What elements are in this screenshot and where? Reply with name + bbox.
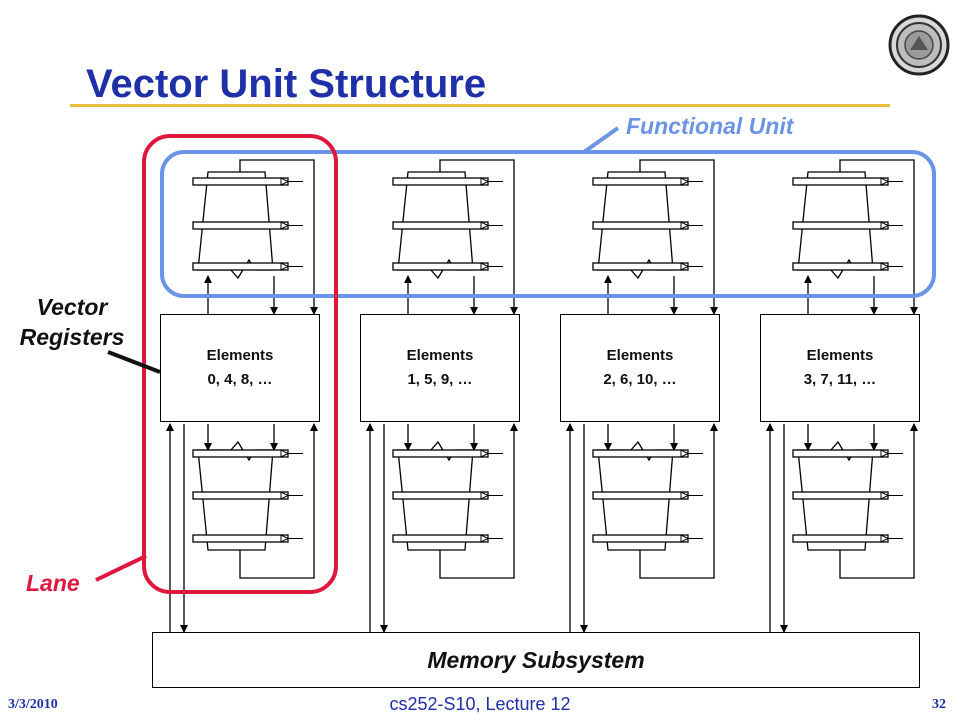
vector-registers-label-line2: Registers (19, 324, 125, 350)
element-register-lane-0: Elements 0, 4, 8, … (160, 314, 320, 422)
functional-unit-label: Functional Unit (626, 113, 794, 139)
slide-title: Vector Unit Structure (86, 62, 487, 106)
vector-registers-label-line1: Vector (36, 294, 108, 320)
functional-unit-pointer (582, 126, 620, 154)
element-register-title: Elements (206, 347, 274, 364)
element-register-lane-3: Elements 3, 7, 11, … (760, 314, 920, 422)
element-register-indices: 2, 6, 10, … (603, 371, 677, 388)
footer-page-number: 32 (932, 697, 946, 712)
element-register-title: Elements (406, 347, 474, 364)
lane-pointer (95, 554, 147, 582)
title-underline (70, 104, 890, 107)
element-register-lane-2: Elements 2, 6, 10, … (560, 314, 720, 422)
university-seal-logo (888, 14, 950, 76)
footer-date: 3/3/2010 (8, 697, 58, 712)
lane-label: Lane (26, 570, 80, 596)
vector-registers-pointer (107, 350, 161, 374)
memory-subsystem-box: Memory Subsystem (152, 632, 920, 688)
vector-registers-label: Vector Registers (2, 292, 142, 352)
element-register-indices: 3, 7, 11, … (803, 371, 877, 388)
element-register-indices: 1, 5, 9, … (407, 371, 473, 388)
lane-3-pipelines (766, 159, 918, 633)
footer-course: cs252-S10, Lecture 12 (389, 694, 571, 714)
functional-unit-outline (160, 150, 936, 298)
element-register-title: Elements (606, 347, 674, 364)
element-register-indices: 0, 4, 8, … (207, 371, 273, 388)
element-register-lane-1: Elements 1, 5, 9, … (360, 314, 520, 422)
element-register-title: Elements (806, 347, 874, 364)
lane-1-pipelines (366, 159, 518, 633)
lane-0-pipelines (166, 159, 318, 633)
